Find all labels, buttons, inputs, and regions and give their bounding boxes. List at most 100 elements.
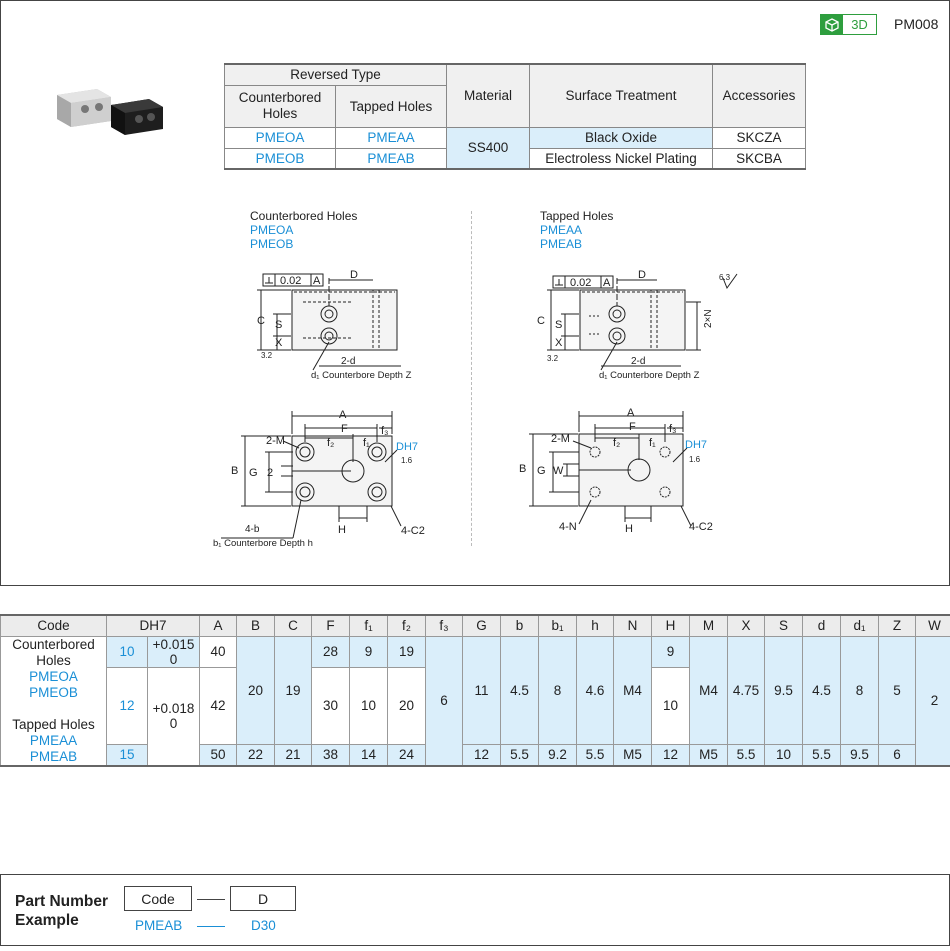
type-code[interactable]: PMEAA [335, 126, 447, 149]
svg-text:f₃: f₃ [669, 423, 677, 435]
svg-text:X: X [275, 337, 283, 349]
svg-text:f₁: f₁ [363, 437, 370, 449]
svg-text:F: F [629, 421, 636, 433]
table-cell: 6 [425, 635, 464, 766]
product-code: PM008 [894, 16, 939, 32]
table-cell: 40 [199, 635, 238, 668]
svg-text:D: D [350, 269, 358, 281]
svg-text:W: W [553, 465, 564, 477]
table-cell: 19 [387, 635, 427, 668]
cube-icon [821, 15, 843, 34]
surface-header: Surface Treatment [529, 63, 713, 128]
svg-text:4-N: 4-N [559, 521, 577, 533]
table-cell: 28 [311, 635, 351, 668]
svg-text:b₁ Counterbore Depth h: b₁ Counterbore Depth h [213, 538, 313, 549]
col-header: H [651, 614, 691, 637]
table-cell: 20 [236, 635, 276, 745]
table-cell: 38 [311, 744, 351, 766]
table-cell: 5.5 [802, 744, 842, 766]
svg-text:2-M: 2-M [266, 435, 285, 447]
svg-text:2-d: 2-d [341, 356, 355, 367]
type-code[interactable]: PMEOB [224, 147, 336, 170]
svg-text:S: S [555, 319, 562, 331]
accessory-value: SKCBA [712, 147, 806, 170]
table-cell: M5 [613, 744, 653, 766]
col-header: d₁ [840, 614, 880, 637]
table-cell: M4 [613, 635, 653, 745]
svg-text:B: B [231, 465, 238, 477]
svg-text:1.6: 1.6 [401, 456, 413, 465]
svg-text:A: A [603, 277, 611, 289]
svg-text:0.02: 0.02 [570, 277, 591, 289]
col-header: d [802, 614, 842, 637]
svg-text:DH7: DH7 [396, 441, 418, 453]
svg-text:2×N: 2×N [703, 309, 714, 328]
type-code[interactable]: PMEOA [224, 126, 336, 149]
svg-text:f₁: f₁ [649, 437, 656, 449]
svg-text:2-M: 2-M [551, 433, 570, 445]
svg-text:A: A [339, 409, 347, 421]
material-header: Material [446, 63, 530, 128]
drawing-title-left: Counterbored Holes PMEOA PMEOB [250, 209, 358, 251]
d-box: D [230, 886, 296, 911]
col-header: b [500, 614, 540, 637]
part-number-example: Part Number Example Code D PMEAB D30 [0, 874, 950, 946]
svg-text:D: D [638, 269, 646, 281]
svg-text:C: C [257, 315, 265, 327]
col-header: b₁ [538, 614, 578, 637]
svg-text:2-d: 2-d [631, 356, 645, 367]
col-header: C [274, 614, 313, 637]
svg-text:f₂: f₂ [613, 437, 620, 449]
type-code[interactable]: PMEAB [335, 147, 447, 170]
example-d[interactable]: D30 [251, 918, 276, 933]
table-cell: 9 [349, 635, 389, 668]
table-cell: 9.5 [764, 635, 804, 745]
table-cell: 42 [199, 666, 238, 745]
table-cell: 5.5 [576, 744, 615, 766]
svg-text:1.6: 1.6 [689, 455, 701, 464]
svg-text:A: A [313, 275, 321, 287]
table-cell: 2 [915, 635, 950, 766]
svg-text:S: S [275, 319, 282, 331]
product-info-panel: 3D PM008 Reversed Type Material Surface … [0, 0, 950, 586]
3d-model-button[interactable]: 3D [820, 14, 877, 35]
table-cell: 9 [651, 635, 691, 668]
d-value[interactable]: 12 [106, 666, 148, 745]
type-table: Reversed Type Material Surface Treatment… [224, 63, 806, 170]
svg-text:A: A [627, 407, 635, 419]
table-cell: 19 [274, 635, 313, 745]
col-header: Code [0, 614, 107, 637]
col-header: N [613, 614, 653, 637]
table-cell: 5.5 [727, 744, 766, 766]
svg-text:H: H [625, 523, 633, 535]
svg-text:6.3: 6.3 [719, 273, 731, 282]
table-cell: 10 [651, 666, 691, 745]
reversed-type-header: Reversed Type [224, 63, 447, 86]
col-header: f₁ [349, 614, 389, 637]
table-row: 15 50 22 21 38 14 24 12 5.5 9.2 5.5 M5 1… [1, 744, 950, 766]
col-header: A [199, 614, 238, 637]
col-header: Z [878, 614, 917, 637]
col-header: X [727, 614, 766, 637]
svg-text:d₁ Counterbore Depth Z: d₁ Counterbore Depth Z [311, 370, 412, 381]
table-cell: 12 [651, 744, 691, 766]
svg-text:X: X [555, 337, 563, 349]
svg-text:2: 2 [267, 467, 273, 479]
col-header: h [576, 614, 615, 637]
d-value[interactable]: 10 [106, 635, 148, 668]
table-cell: 14 [349, 744, 389, 766]
table-cell: 21 [274, 744, 313, 766]
d-value[interactable]: 15 [106, 744, 148, 766]
surface-value: Black Oxide [529, 126, 713, 149]
example-code[interactable]: PMEAB [135, 918, 183, 933]
table-cell: 5.5 [500, 744, 540, 766]
material-value: SS400 [446, 126, 530, 170]
table-cell: 12 [462, 744, 502, 766]
accessory-value: SKCZA [712, 126, 806, 149]
spec-table: Code DH7 A B C F f₁ f₂ f₃ G b b₁ h N H M… [0, 614, 950, 767]
svg-text:4-C2: 4-C2 [689, 521, 713, 533]
svg-text:0.02: 0.02 [280, 275, 301, 287]
svg-text:B: B [519, 463, 526, 475]
